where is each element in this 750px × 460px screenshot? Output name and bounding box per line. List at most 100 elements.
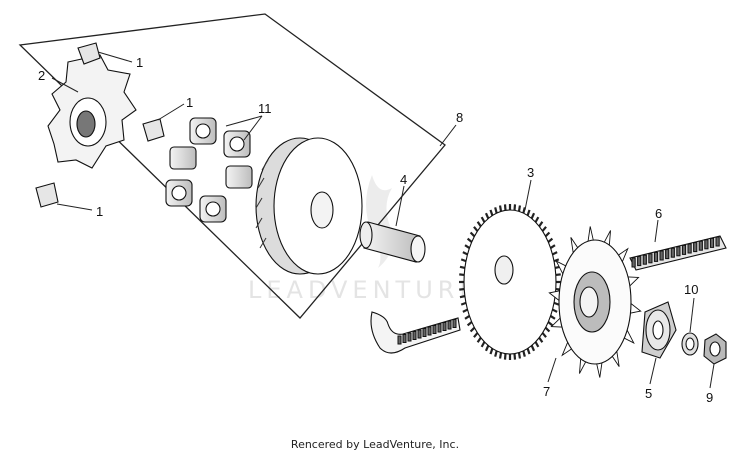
callout-1-bottom: 1 [96,204,103,219]
belt-tooth [642,254,647,265]
callout-8: 8 [456,110,463,125]
leader-lines [51,51,715,389]
belt-tooth [412,331,417,340]
belt-tooth [407,332,412,342]
belt-tooth [422,328,427,337]
ramp-plate-part [47,54,137,169]
fan-tooth [498,352,503,359]
belt-tooth [681,244,687,255]
callout-labels: 1 1 1 2 3 4 5 6 7 8 9 10 11 [38,55,713,405]
fan-tooth [489,348,494,355]
fan-tooth [476,221,482,227]
fan-tooth [484,212,490,219]
callout-5: 5 [645,386,652,401]
slider-piece-top [77,42,101,65]
belt-tooth [653,251,659,262]
fan-tooth [476,337,482,343]
fan-tooth [469,231,476,238]
fan-tooth [547,237,554,243]
callout-10: 10 [684,282,698,297]
callout-1-top: 1 [136,55,143,70]
fan-tooth [498,205,503,212]
washer-part [681,332,699,356]
fan-tooth [549,315,556,320]
fan-tooth [522,350,526,357]
fan-tooth [489,209,494,216]
belt-tooth [687,243,692,254]
fan-tooth [480,216,486,223]
ring-nut-part [641,301,677,359]
callout-4: 4 [400,172,407,187]
fan-tooth [555,273,561,277]
fan-tooth [530,345,536,352]
callout-1-middle: 1 [186,95,193,110]
fan-tooth [544,326,551,333]
roller-1 [189,117,217,145]
fan-tooth [460,301,467,306]
fan-tooth [517,352,522,359]
belt-tooth [442,322,447,331]
belt-tooth [709,237,715,248]
fan-pulley-part [459,204,561,360]
belt-tooth [648,253,653,264]
movable-pulley-part [255,137,363,275]
roller-weights [165,117,253,223]
sleeve-part [359,221,426,263]
watermark-text: LEADVENTURE [248,276,480,304]
fan-tooth [464,244,471,249]
callout-3: 3 [527,165,534,180]
callout-11: 11 [258,101,272,116]
fan-tooth [459,294,466,299]
callout-9: 9 [706,390,713,405]
belt-tooth [631,257,636,268]
fan-tooth [466,237,473,243]
render-credit: Rencered by LeadVenture, Inc. [290,438,460,451]
fan-tooth [464,315,471,320]
callout-6: 6 [655,206,662,221]
fan-tooth [553,258,560,263]
fan-tooth [484,345,490,352]
fan-tooth [460,258,467,263]
belt-tooth [427,326,432,336]
fan-tooth [526,348,531,355]
fan-tooth [538,221,544,227]
roller-3 [169,146,197,170]
belt-tooth [417,329,422,339]
fan-tooth [466,321,473,327]
fan-tooth [494,350,498,357]
fan-tooth [544,231,551,238]
belt-tooth [452,319,457,328]
fan-tooth [494,207,498,214]
belt-tooth [637,256,642,267]
fan-tooth [547,321,554,327]
fan-tooth [462,308,468,313]
roller-2 [223,130,251,158]
fan-tooth [480,341,486,348]
belt-tooth [659,250,664,261]
drive-belt-part [370,235,727,354]
fan-tooth [530,212,536,219]
belt-tooth [432,325,437,334]
fan-tooth [534,341,540,348]
fan-tooth [459,287,465,291]
belt-tooth [447,320,452,330]
fan-tooth [459,265,466,270]
slider-piece-middle [142,118,165,142]
fan-tooth [552,308,558,313]
nut-part [703,333,727,365]
driven-pulley-part [548,226,642,378]
belt-tooth [402,334,407,343]
callout-7: 7 [543,384,550,399]
fan-tooth [459,273,465,277]
belt-tooth [715,236,720,247]
fan-tooth [517,205,522,212]
fan-tooth [473,226,479,232]
belt-tooth [670,247,675,258]
callout-2: 2 [38,68,45,83]
fan-tooth [553,301,560,306]
roller-5 [165,179,193,207]
slider-piece-bottom [35,182,59,208]
fan-tooth [534,216,540,223]
fan-tooth [522,207,526,214]
